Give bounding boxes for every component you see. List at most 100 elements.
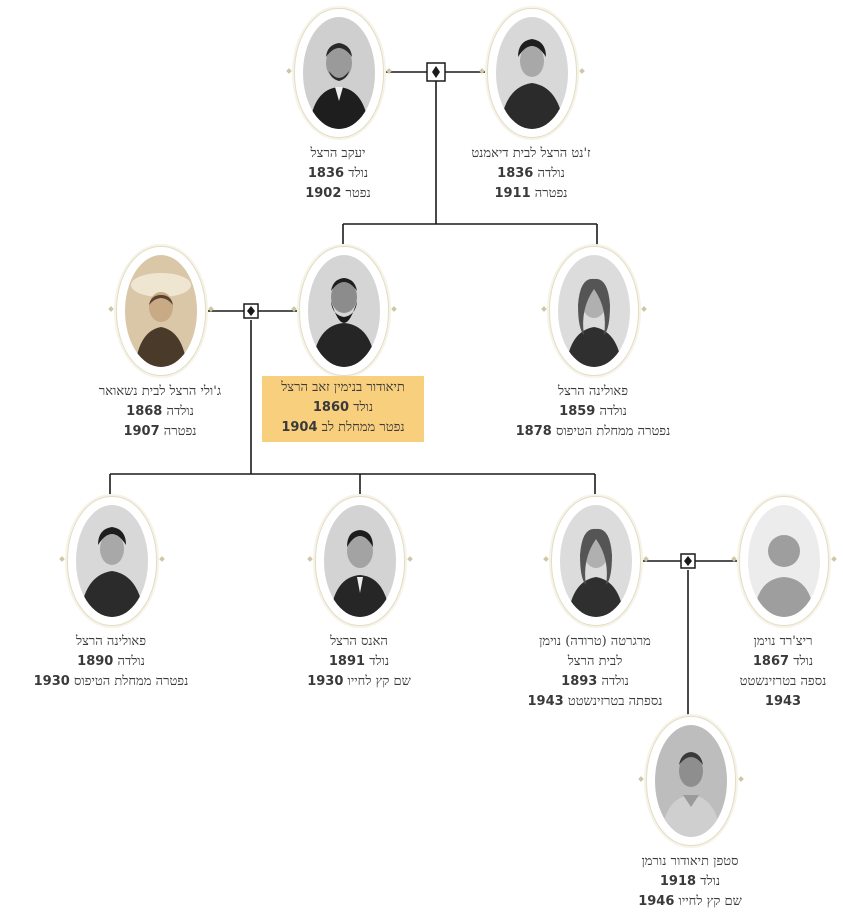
life-event-label: נולדה (162, 404, 194, 419)
life-event-label: נפטר (341, 186, 371, 201)
life-event-year: 1930 (307, 674, 344, 689)
life-event-year: 1902 (305, 186, 342, 201)
life-event-year: 1891 (328, 654, 366, 669)
life-event-label: נספה בטרזינשטט (739, 674, 827, 689)
life-event-year: 1868 (126, 404, 163, 419)
life-event-label: נולד (696, 874, 721, 889)
life-event-line: נולד 1860 (268, 398, 418, 418)
life-event-label: נולדה (597, 674, 629, 689)
life-event-line: נפטרה ממחלת הטיפוס 1878 (443, 422, 743, 442)
life-event-line: נפטר 1902 (188, 184, 488, 204)
person-name: תיאודור בנימין זאב הרצל (281, 380, 405, 395)
portrait-frame (67, 496, 157, 626)
life-event-line: נולדה 1890 (0, 652, 261, 672)
life-event-label: נולד (789, 654, 814, 669)
life-event-label: נולדה (595, 404, 627, 419)
life-event-year: 1860 (312, 400, 350, 415)
person-maiden-name: לבית הרצל (567, 654, 623, 669)
portrait-photo (303, 17, 375, 129)
life-event-year: 1943 (527, 694, 564, 709)
life-event-label: נולד (349, 400, 374, 415)
marriage-marker-top (426, 62, 446, 82)
life-event-label: נולדה (533, 166, 565, 181)
life-event-label: נפטרה (530, 186, 568, 201)
life-event-label: נולד (344, 166, 369, 181)
life-event-line: נולדה 1893 (445, 672, 745, 692)
life-event-line: נולדה 1868 (10, 402, 310, 422)
life-event-line: שם קץ לחייו 1946 (540, 892, 840, 912)
life-event-year: 1911 (494, 186, 531, 201)
portrait-frame (487, 8, 577, 138)
portrait-photo (324, 505, 396, 617)
life-event-year: 1836 (307, 166, 345, 181)
person-name: ז'נט הרצל לבית דיאמנט (471, 146, 591, 161)
life-event-line: נולד 1891 (209, 652, 509, 672)
life-event-line: נולד 1918 (540, 872, 840, 892)
portrait-frame (299, 246, 389, 376)
life-event-label: נספתה בטרזינשטט (563, 694, 663, 709)
life-event-line: 1943 (633, 692, 843, 712)
placeholder-avatar-icon (748, 505, 820, 617)
marriage-marker-middle (243, 303, 259, 319)
life-event-line: נפטרה ממחלת הטיפוס 1930 (0, 672, 261, 692)
life-event-line: נולדה 1859 (443, 402, 743, 422)
life-event-year: 1867 (752, 654, 790, 669)
life-event-label: נולד (365, 654, 390, 669)
portrait-frame (551, 496, 641, 626)
person-caption: ריצ'רד נוימן נולד 1867 נספה בטרזינשטט 1943 (633, 632, 843, 712)
life-event-line: נפטרה 1907 (10, 422, 310, 442)
life-event-year: 1904 (281, 420, 318, 435)
life-event-year: 1946 (638, 894, 675, 909)
portrait-frame (646, 716, 736, 846)
portrait-photo (125, 255, 197, 367)
person-name: ג'ולי הרצל לבית נשאואר (98, 384, 222, 399)
life-event-year: 1930 (33, 674, 70, 689)
person-name: סטפן תיאודור נורמן (641, 854, 739, 869)
portrait-photo (496, 17, 568, 129)
life-event-year: 1918 (659, 874, 697, 889)
portrait-frame (116, 246, 206, 376)
life-event-year: 1878 (515, 424, 552, 439)
portrait-photo (308, 255, 380, 367)
portrait-photo (560, 505, 632, 617)
portrait-photo (558, 255, 630, 367)
marriage-marker-bottom (680, 553, 696, 569)
life-event-year: 1893 (561, 674, 598, 689)
portrait-frame (315, 496, 405, 626)
life-event-label: נפטרה ממחלת הטיפוס (551, 424, 671, 439)
life-event-label: נפטרה (159, 424, 197, 439)
life-event-label: נפטר ממחלת לב (317, 420, 405, 435)
life-event-year: 1907 (123, 424, 160, 439)
life-event-line: נולדה 1836 (381, 164, 681, 184)
person-name: מרגרטה (טרודה) נוימן (539, 634, 651, 649)
life-event-year: 1943 (764, 694, 802, 709)
portrait-photo (655, 725, 727, 837)
portrait-frame (549, 246, 639, 376)
life-event-year: 1890 (77, 654, 114, 669)
person-name: האנס הרצל (330, 634, 388, 649)
life-event-line: נולד 1836 (188, 164, 488, 184)
life-event-label: נולדה (113, 654, 145, 669)
life-event-label: שם קץ לחייו (674, 894, 742, 909)
life-event-line: שם קץ לחייו 1930 (209, 672, 509, 692)
life-event-line: נפטרה 1911 (381, 184, 681, 204)
life-event-line: נספתה בטרזינשטט 1943 (445, 692, 745, 712)
person-name: פאולינה הרצל (75, 634, 147, 649)
life-event-year: 1859 (559, 404, 596, 419)
portrait-frame (294, 8, 384, 138)
person-name: יעקב הרצל (310, 146, 366, 161)
life-event-line: נפטר ממחלת לב 1904 (268, 418, 418, 438)
person-name: ריצ'רד נוימן (753, 634, 813, 649)
portrait-frame (739, 496, 829, 626)
life-event-label: שם קץ לחייו (343, 674, 411, 689)
